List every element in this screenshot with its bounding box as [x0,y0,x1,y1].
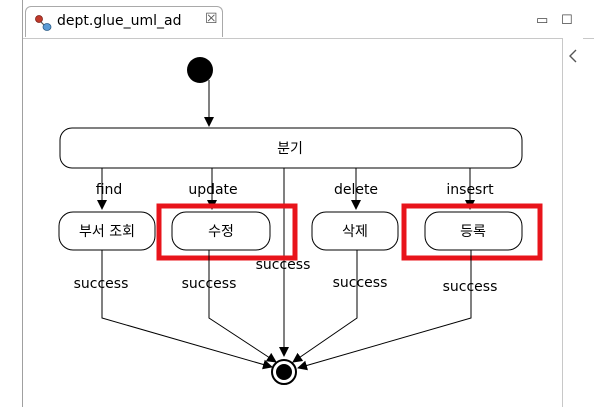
edge-label-insert: insesrt [446,182,494,198]
editor-tab-bar: dept.glue_uml_ad ☒ ▭ ☐ [23,4,594,39]
close-icon[interactable]: ☒ [205,11,218,27]
edge-label-update: update [188,182,237,198]
edge-label-direct-success: success [256,257,311,273]
initial-node[interactable] [187,57,213,83]
edge-success-modify[interactable] [208,250,277,363]
activity-delete-label: 삭제 [342,224,368,240]
edge-label-success-3: success [333,275,388,291]
edge-label-find: find [96,182,123,198]
activity-register-label: 등록 [460,224,486,240]
branch-label: 분기 [277,141,303,157]
uml-activity-icon [35,15,52,31]
activity-register[interactable] [424,211,523,251]
highlight-box-modify [156,203,298,261]
tab-label: dept.glue_uml_ad [57,13,182,29]
activity-modify-label: 수정 [208,224,234,240]
activity-delete[interactable] [311,211,399,251]
edge-label-success-4: success [443,279,498,295]
edge-label-success-2: success [182,276,237,292]
branch-node[interactable] [59,127,523,169]
vertical-scrollbar[interactable] [562,38,583,407]
edge-success-dept-search[interactable] [101,250,273,370]
edge-label-success-1: success [74,276,129,292]
activity-modify[interactable] [171,211,271,251]
final-node-core [276,364,292,380]
minimize-icon[interactable]: ▭ [536,13,549,28]
highlight-box-register [401,203,543,261]
maximize-icon[interactable]: ☐ [561,13,573,28]
collapse-arrow-icon[interactable] [567,48,579,64]
edge-success-register[interactable] [297,250,472,371]
activity-dept-search[interactable] [58,211,156,251]
tab-dept-glue-uml-ad[interactable]: dept.glue_uml_ad ☒ [25,6,223,37]
activity-dept-search-label: 부서 조회 [79,224,135,240]
edge-success-delete[interactable] [292,250,358,363]
edge-label-delete: delete [334,182,378,198]
editor-frame [22,0,594,407]
